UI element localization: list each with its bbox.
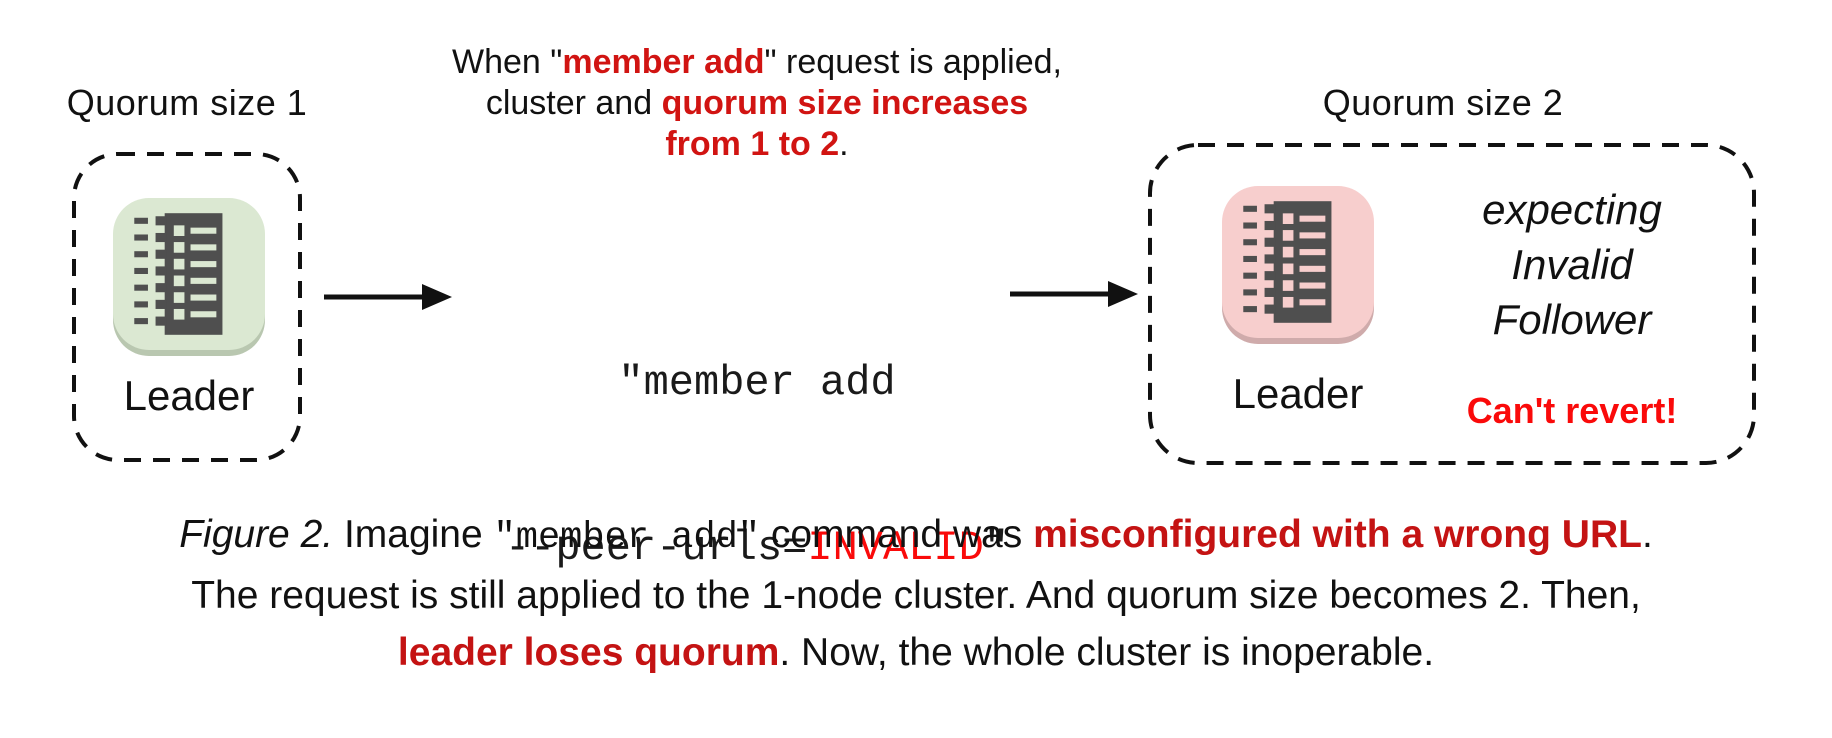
caption-text: Imagine (333, 513, 494, 556)
caption-highlight: leader loses quorum (397, 631, 780, 674)
command-text: --peer-urls= (504, 524, 808, 572)
command-line-2: --peer-urls=INVALID" (378, 521, 1136, 576)
figure-caption: Figure 2. Imagine "member add" command w… (0, 506, 1832, 681)
annotation-line-1: When "member add" request is applied, (378, 42, 1136, 83)
annotation-text: When " (452, 43, 563, 81)
annotation-line-3: from 1 to 2. (378, 124, 1136, 165)
member-log-icon (1222, 186, 1374, 338)
caption-line-2: The request is still applied to the 1-no… (191, 574, 1641, 617)
annotation-text: . (839, 125, 849, 163)
right-cluster-box (1148, 143, 1756, 465)
caption-line-1: Figure 2. Imagine "member add" command w… (0, 506, 1832, 567)
note-line: expecting (1482, 186, 1662, 233)
caption-code: "member add" (493, 517, 760, 559)
annotation-text: " request is applied, (764, 43, 1062, 81)
annotation-text: cluster and (485, 84, 662, 122)
member-log-glyph (1243, 201, 1332, 323)
command-text: " (983, 524, 1010, 572)
cant-revert-warning: Can't revert! (1466, 390, 1678, 431)
left-cluster-box (72, 152, 302, 462)
caption-text: . (1641, 513, 1653, 556)
member-log-glyph (134, 213, 223, 335)
right-node-label: Leader (1232, 370, 1364, 417)
right-cluster-title: Quorum size 2 (1322, 82, 1564, 123)
note-line: Follower (1492, 296, 1652, 343)
arrow-right-icon (324, 284, 452, 310)
figure-label: Figure 2. (179, 513, 334, 556)
annotation-highlight: quorum size increases (661, 84, 1029, 122)
caption-text: . Now, the whole cluster is inoperable. (779, 631, 1435, 674)
left-node-label: Leader (123, 372, 255, 419)
caption-line-3: leader loses quorum. Now, the whole clus… (0, 624, 1832, 681)
left-cluster-title: Quorum size 1 (66, 82, 308, 123)
expecting-follower-note: expecting Invalid Follower (1392, 182, 1752, 347)
command-line-1: "member add (618, 359, 896, 407)
annotation-highlight: member add (562, 43, 765, 81)
member-add-annotation: When "member add" request is applied, cl… (378, 42, 1136, 165)
caption-highlight: misconfigured with a wrong URL (1033, 513, 1642, 556)
member-add-command: "member add --peer-urls=INVALID" (378, 246, 1136, 686)
caption-text: command was (759, 513, 1034, 556)
annotation-line-2: cluster and quorum size increases (378, 83, 1136, 124)
member-log-icon (113, 198, 265, 350)
command-invalid-value: INVALID (807, 524, 984, 572)
note-line: Invalid (1511, 241, 1633, 288)
annotation-highlight: from 1 to 2 (665, 125, 840, 163)
arrow-right-icon (1010, 281, 1138, 307)
